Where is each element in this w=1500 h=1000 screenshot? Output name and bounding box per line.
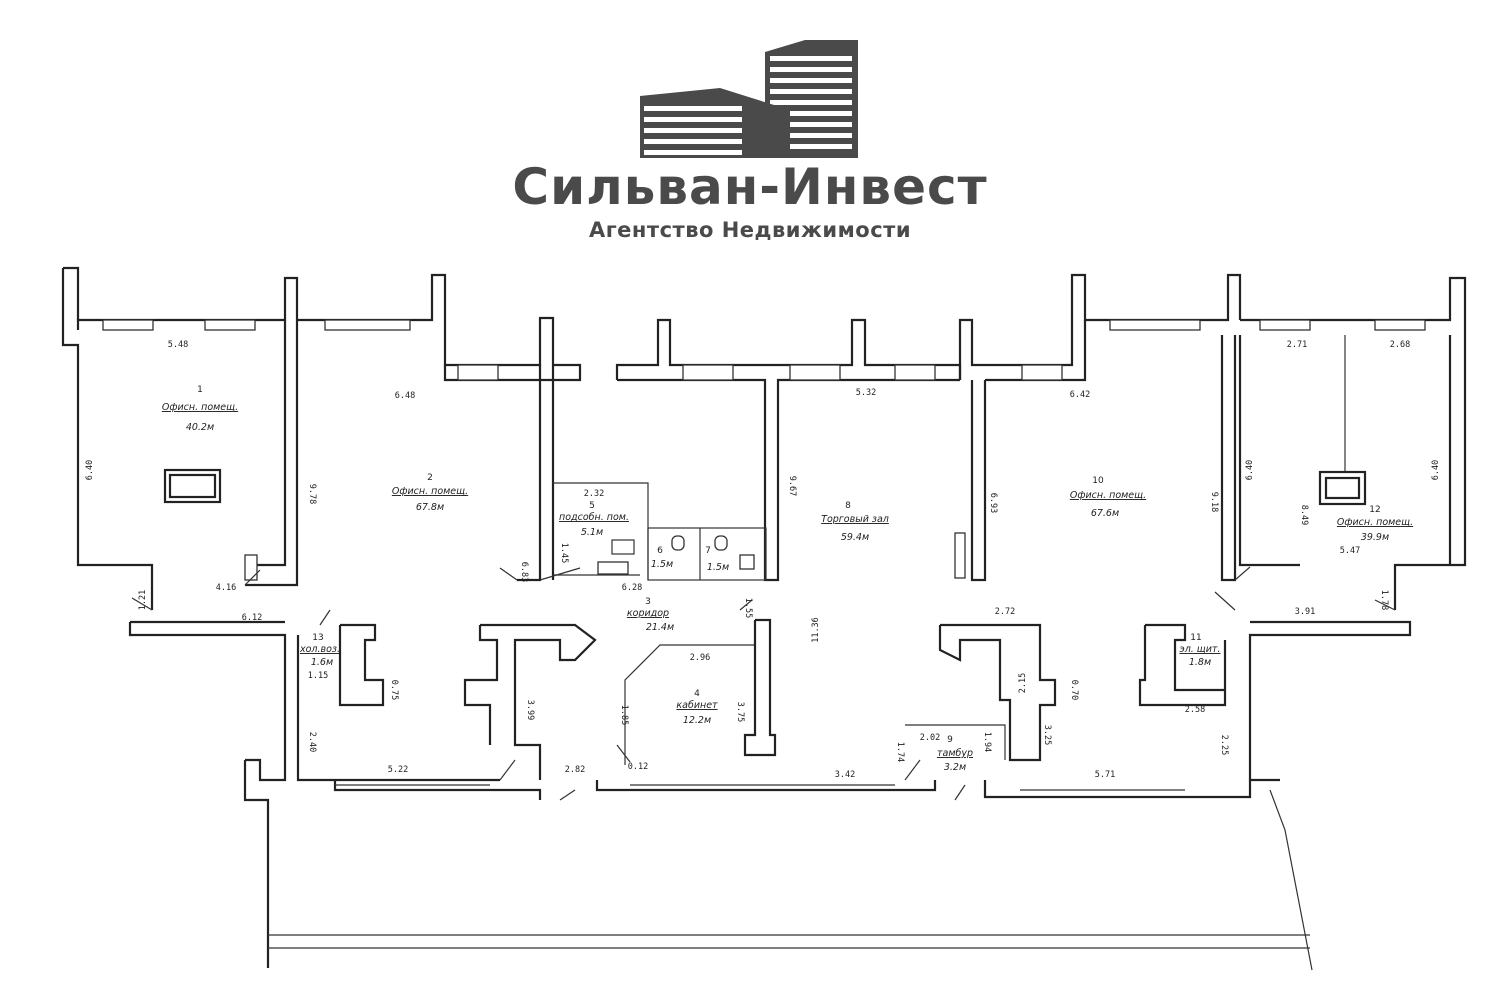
logo-block: Сильван-Инвест Агентство Недвижимости — [0, 0, 1500, 260]
room-2-number: 2 — [427, 473, 433, 483]
dim-label: 6.28 — [622, 583, 642, 593]
dim-label: 6.40 — [85, 460, 95, 480]
room-8-number: 8 — [845, 501, 851, 511]
dim-label: 1.21 — [138, 590, 148, 610]
room-1-area: 40.2м — [186, 422, 214, 433]
dim-label: 3.42 — [835, 770, 855, 780]
dim-label: 1.15 — [308, 671, 328, 681]
dim-label: 6.12 — [242, 613, 262, 623]
room-9-name: тамбур — [937, 748, 973, 759]
dim-label: 1.78 — [1379, 590, 1389, 610]
room-11-name: эл. щит. — [1179, 644, 1220, 655]
dim-label: 6.40 — [1431, 460, 1441, 480]
dim-label: 1.45 — [559, 543, 569, 563]
dim-label: 6.83 — [519, 562, 529, 582]
room-3-area: 21.4м — [646, 622, 674, 633]
room-6-number: 6 — [657, 546, 663, 556]
dim-label: 2.32 — [584, 489, 604, 499]
room-11-number: 11 — [1190, 633, 1201, 643]
room-13-name: хол.воз. — [299, 644, 340, 655]
room-labels: 1 Офисн. помещ. 40.2м 2 Офисн. помещ. 67… — [162, 385, 1413, 773]
dim-label: 2.02 — [920, 733, 940, 743]
dim-label: 6.40 — [1245, 460, 1255, 480]
room-5-number: 5 — [589, 501, 595, 511]
room-9-number: 9 — [947, 735, 953, 745]
dim-label: 8.49 — [1299, 505, 1309, 525]
dim-label: 11.36 — [811, 617, 821, 643]
building-logo-icon — [630, 40, 870, 160]
dim-label: 2.15 — [1018, 673, 1028, 693]
dim-label: 3.25 — [1042, 725, 1052, 745]
walls — [61, 266, 1467, 971]
room-1-name: Офисн. помещ. — [162, 402, 238, 413]
room-10-number: 10 — [1092, 476, 1104, 486]
dim-label: 2.40 — [307, 732, 317, 752]
room-9-area: 3.2м — [944, 762, 966, 773]
dim-label: 1.85 — [619, 705, 629, 725]
dim-label: 3.99 — [525, 700, 535, 720]
dim-label: 1.55 — [743, 598, 753, 618]
room-6-area: 1.5м — [651, 559, 673, 570]
room-13-area: 1.6м — [311, 657, 333, 668]
room-1-number: 1 — [197, 385, 203, 395]
dim-label: 2.58 — [1185, 705, 1205, 715]
dim-label: 2.68 — [1390, 340, 1410, 350]
dim-label: 2.25 — [1219, 735, 1229, 755]
dim-label: 0.75 — [389, 680, 399, 700]
room-3-name: коридор — [627, 608, 669, 619]
dim-label: 9.18 — [1209, 492, 1219, 512]
dim-label: 5.48 — [168, 340, 188, 350]
dim-label: 6.48 — [395, 391, 415, 401]
room-10-area: 67.6м — [1091, 508, 1119, 519]
room-8-name: Торговый зал — [821, 514, 889, 525]
room-12-name: Офисн. помещ. — [1337, 517, 1413, 528]
dim-label: 2.96 — [690, 653, 710, 663]
room-5-name: подсобн. пом. — [559, 512, 629, 523]
room-10-name: Офисн. помещ. — [1070, 490, 1146, 501]
dim-label: 5.71 — [1095, 770, 1115, 780]
room-11-area: 1.8м — [1189, 657, 1211, 668]
dim-label: 1.74 — [895, 742, 905, 762]
dim-label: 0.70 — [1069, 680, 1079, 700]
dim-label: 3.75 — [735, 702, 745, 722]
room-3-number: 3 — [645, 597, 651, 607]
dim-label: 6.42 — [1070, 390, 1090, 400]
dim-label: 2.71 — [1287, 340, 1307, 350]
floor-plan: 1 Офисн. помещ. 40.2м 2 Офисн. помещ. 67… — [61, 266, 1467, 971]
dim-label: 5.32 — [856, 388, 876, 398]
room-4-number: 4 — [694, 689, 700, 699]
dim-label: 2.82 — [565, 765, 585, 775]
room-4-area: 12.2м — [683, 715, 711, 726]
room-12-area: 39.9м — [1361, 532, 1389, 543]
dim-label: 9.67 — [787, 476, 797, 496]
dimension-labels: 5.48 6.40 4.16 1.21 6.48 6.12 9.78 2.32 … — [85, 340, 1441, 780]
dim-label: 4.16 — [216, 583, 236, 593]
brand-tagline: Агентство Недвижимости — [588, 218, 912, 242]
room-7-number: 7 — [705, 546, 711, 556]
room-5-area: 5.1м — [581, 527, 603, 538]
brand-name: Сильван-Инвест — [512, 158, 988, 216]
dim-label: 6.93 — [988, 493, 998, 513]
room-2-name: Офисн. помещ. — [392, 486, 468, 497]
dim-label: 5.47 — [1340, 546, 1360, 556]
room-8-area: 59.4м — [841, 532, 869, 543]
dim-label: 2.72 — [995, 607, 1015, 617]
dim-label: 1.94 — [982, 732, 992, 752]
room-13-number: 13 — [312, 633, 323, 643]
room-2-area: 67.8м — [416, 502, 444, 513]
dim-label: 5.22 — [388, 765, 408, 775]
room-4-name: кабинет — [676, 700, 718, 711]
room-12-number: 12 — [1369, 505, 1380, 515]
room-7-area: 1.5м — [707, 562, 729, 573]
dim-label: 9.78 — [307, 484, 317, 504]
dim-label: 3.91 — [1295, 607, 1315, 617]
dim-label: 0.12 — [628, 762, 648, 772]
